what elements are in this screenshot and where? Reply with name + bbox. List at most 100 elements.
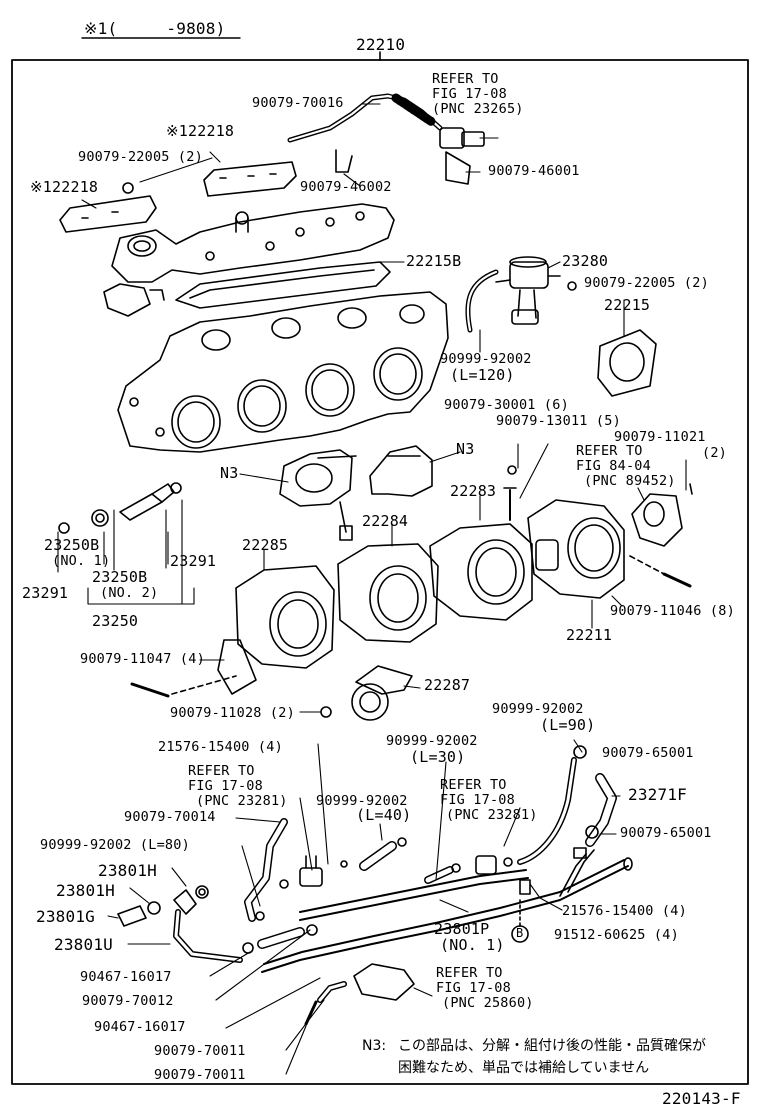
- intake-manifold-lower: [117, 291, 449, 453]
- part-label: 90079-11028 (2): [170, 705, 295, 721]
- part-label: 90079-70014: [124, 809, 216, 825]
- part-label: (L=120): [450, 366, 515, 384]
- part-label: REFER TO: [436, 965, 503, 981]
- part-label: ※122218: [30, 178, 99, 196]
- part-label: 23280: [562, 252, 609, 270]
- note-line-1: この部品は、分解・組付け後の性能・品質確保が: [398, 1038, 706, 1054]
- part-label: 21576-15400 (4): [158, 739, 283, 755]
- part-label: 23801H: [98, 861, 157, 880]
- fuel-pipe-top: [287, 93, 485, 185]
- part-label: 90079-70016: [252, 95, 344, 111]
- part-label: 23801U: [54, 935, 113, 954]
- part-label: 90467-16017: [94, 1019, 186, 1035]
- gasket-22215: [597, 329, 657, 397]
- part-label: ※122218: [166, 122, 235, 140]
- part-label: 23271F: [628, 785, 687, 804]
- part-label: 22211: [566, 626, 613, 644]
- part-label: 90467-16017: [80, 969, 172, 985]
- throttle-position-sensor: [631, 493, 683, 547]
- part-label: 23801H: [56, 881, 115, 900]
- bracket-22218-upper: [203, 161, 297, 197]
- part-label: 23250B: [92, 568, 148, 586]
- part-label: (PNC 25860): [442, 995, 534, 1011]
- part-label: FIG 17-08: [440, 792, 515, 808]
- figure-code: 220143-F: [662, 1089, 741, 1108]
- part-label: REFER TO: [188, 763, 255, 779]
- part-label: (2): [702, 445, 727, 461]
- part-label: (PNC 89452): [584, 473, 676, 489]
- part-label: 90079-22005 (2): [78, 149, 203, 165]
- part-label: (L=90): [540, 716, 596, 734]
- part-label: 90079-46002: [300, 179, 392, 195]
- throttle-body-22285: [217, 565, 335, 695]
- part-label: N3: [220, 464, 239, 482]
- part-label: 90079-11021: [614, 429, 706, 445]
- throttle-body-22211: [527, 499, 625, 599]
- part-label: 90079-11046 (8): [610, 603, 735, 619]
- part-label: 90079-70011: [154, 1067, 246, 1083]
- part-label: 22284: [362, 512, 409, 530]
- note-prefix: N3:: [362, 1038, 387, 1054]
- part-label: (NO. 1): [52, 553, 111, 569]
- part-label: 90079-70012: [82, 993, 174, 1009]
- part-label: 22283: [450, 482, 497, 500]
- vsv-23280: [495, 256, 561, 325]
- b-mark-letter: B: [516, 926, 524, 940]
- part-label: REFER TO: [576, 443, 643, 459]
- part-label: (PNC 23281): [196, 793, 288, 809]
- part-label: 90079-65001: [602, 745, 694, 761]
- part-label: 90999-92002: [316, 793, 408, 809]
- part-label: FIG 17-08: [436, 980, 511, 996]
- part-label: 23291: [170, 552, 217, 570]
- part-label: 23250: [92, 612, 139, 630]
- part-label: 90079-11047 (4): [80, 651, 205, 667]
- part-label: 90999-92002: [492, 701, 584, 717]
- part-label: REFER TO: [440, 777, 507, 793]
- part-label: 22215: [604, 296, 651, 314]
- leader-lines: [57, 103, 687, 1075]
- part-label: N3: [456, 440, 475, 458]
- part-label: 21576-15400 (4): [562, 903, 687, 919]
- part-label: (NO. 1): [440, 936, 505, 954]
- throttle-bracket-22287: [351, 665, 413, 721]
- part-label: 90079-13011 (5): [496, 413, 621, 429]
- part-label: 90079-46001: [488, 163, 580, 179]
- part-label: REFER TO: [432, 71, 499, 87]
- part-label: 22215B: [406, 252, 462, 270]
- part-label: 91512-60625 (4): [554, 927, 679, 943]
- n3-part-left: [279, 449, 357, 541]
- part-label: 90999-92002 (L=80): [40, 837, 190, 853]
- part-label: 23801P: [434, 920, 490, 938]
- part-label: 22285: [242, 536, 289, 554]
- gasket-22215B: [175, 261, 391, 309]
- throttle-body-22284: [337, 543, 439, 643]
- part-label: 23250B: [44, 536, 100, 554]
- part-label: 90999-92002: [386, 733, 478, 749]
- part-label: 90999-92002: [440, 351, 532, 367]
- part-label: 23801G: [36, 907, 95, 926]
- part-label: 22287: [424, 676, 471, 694]
- part-label: FIG 17-08: [432, 86, 507, 102]
- part-label: 90079-22005 (2): [584, 275, 709, 291]
- n3-part-right: [369, 445, 433, 497]
- assembly-number: 22210: [356, 35, 406, 54]
- part-label: 90079-70011: [154, 1043, 246, 1059]
- bracket-22218-left: [59, 195, 157, 233]
- part-label: (PNC 23281): [446, 807, 538, 823]
- part-label: 90079-65001: [620, 825, 712, 841]
- part-label: (NO. 2): [100, 585, 159, 601]
- intake-plenum: [103, 203, 395, 317]
- part-label: FIG 84-04: [576, 458, 651, 474]
- part-label: (L=40): [356, 806, 412, 824]
- applicability-note: ※1( -9808): [84, 19, 226, 38]
- fuel-injector: [58, 482, 182, 534]
- throttle-body-22283: [429, 523, 533, 621]
- part-label: (L=30): [410, 748, 466, 766]
- part-label: 23291: [22, 584, 69, 602]
- part-label: FIG 17-08: [188, 778, 263, 794]
- part-label: 90079-30001 (6): [444, 397, 569, 413]
- part-label: (PNC 23265): [432, 101, 524, 117]
- note-line-2: 困難なため、単品では補給していません: [398, 1060, 650, 1076]
